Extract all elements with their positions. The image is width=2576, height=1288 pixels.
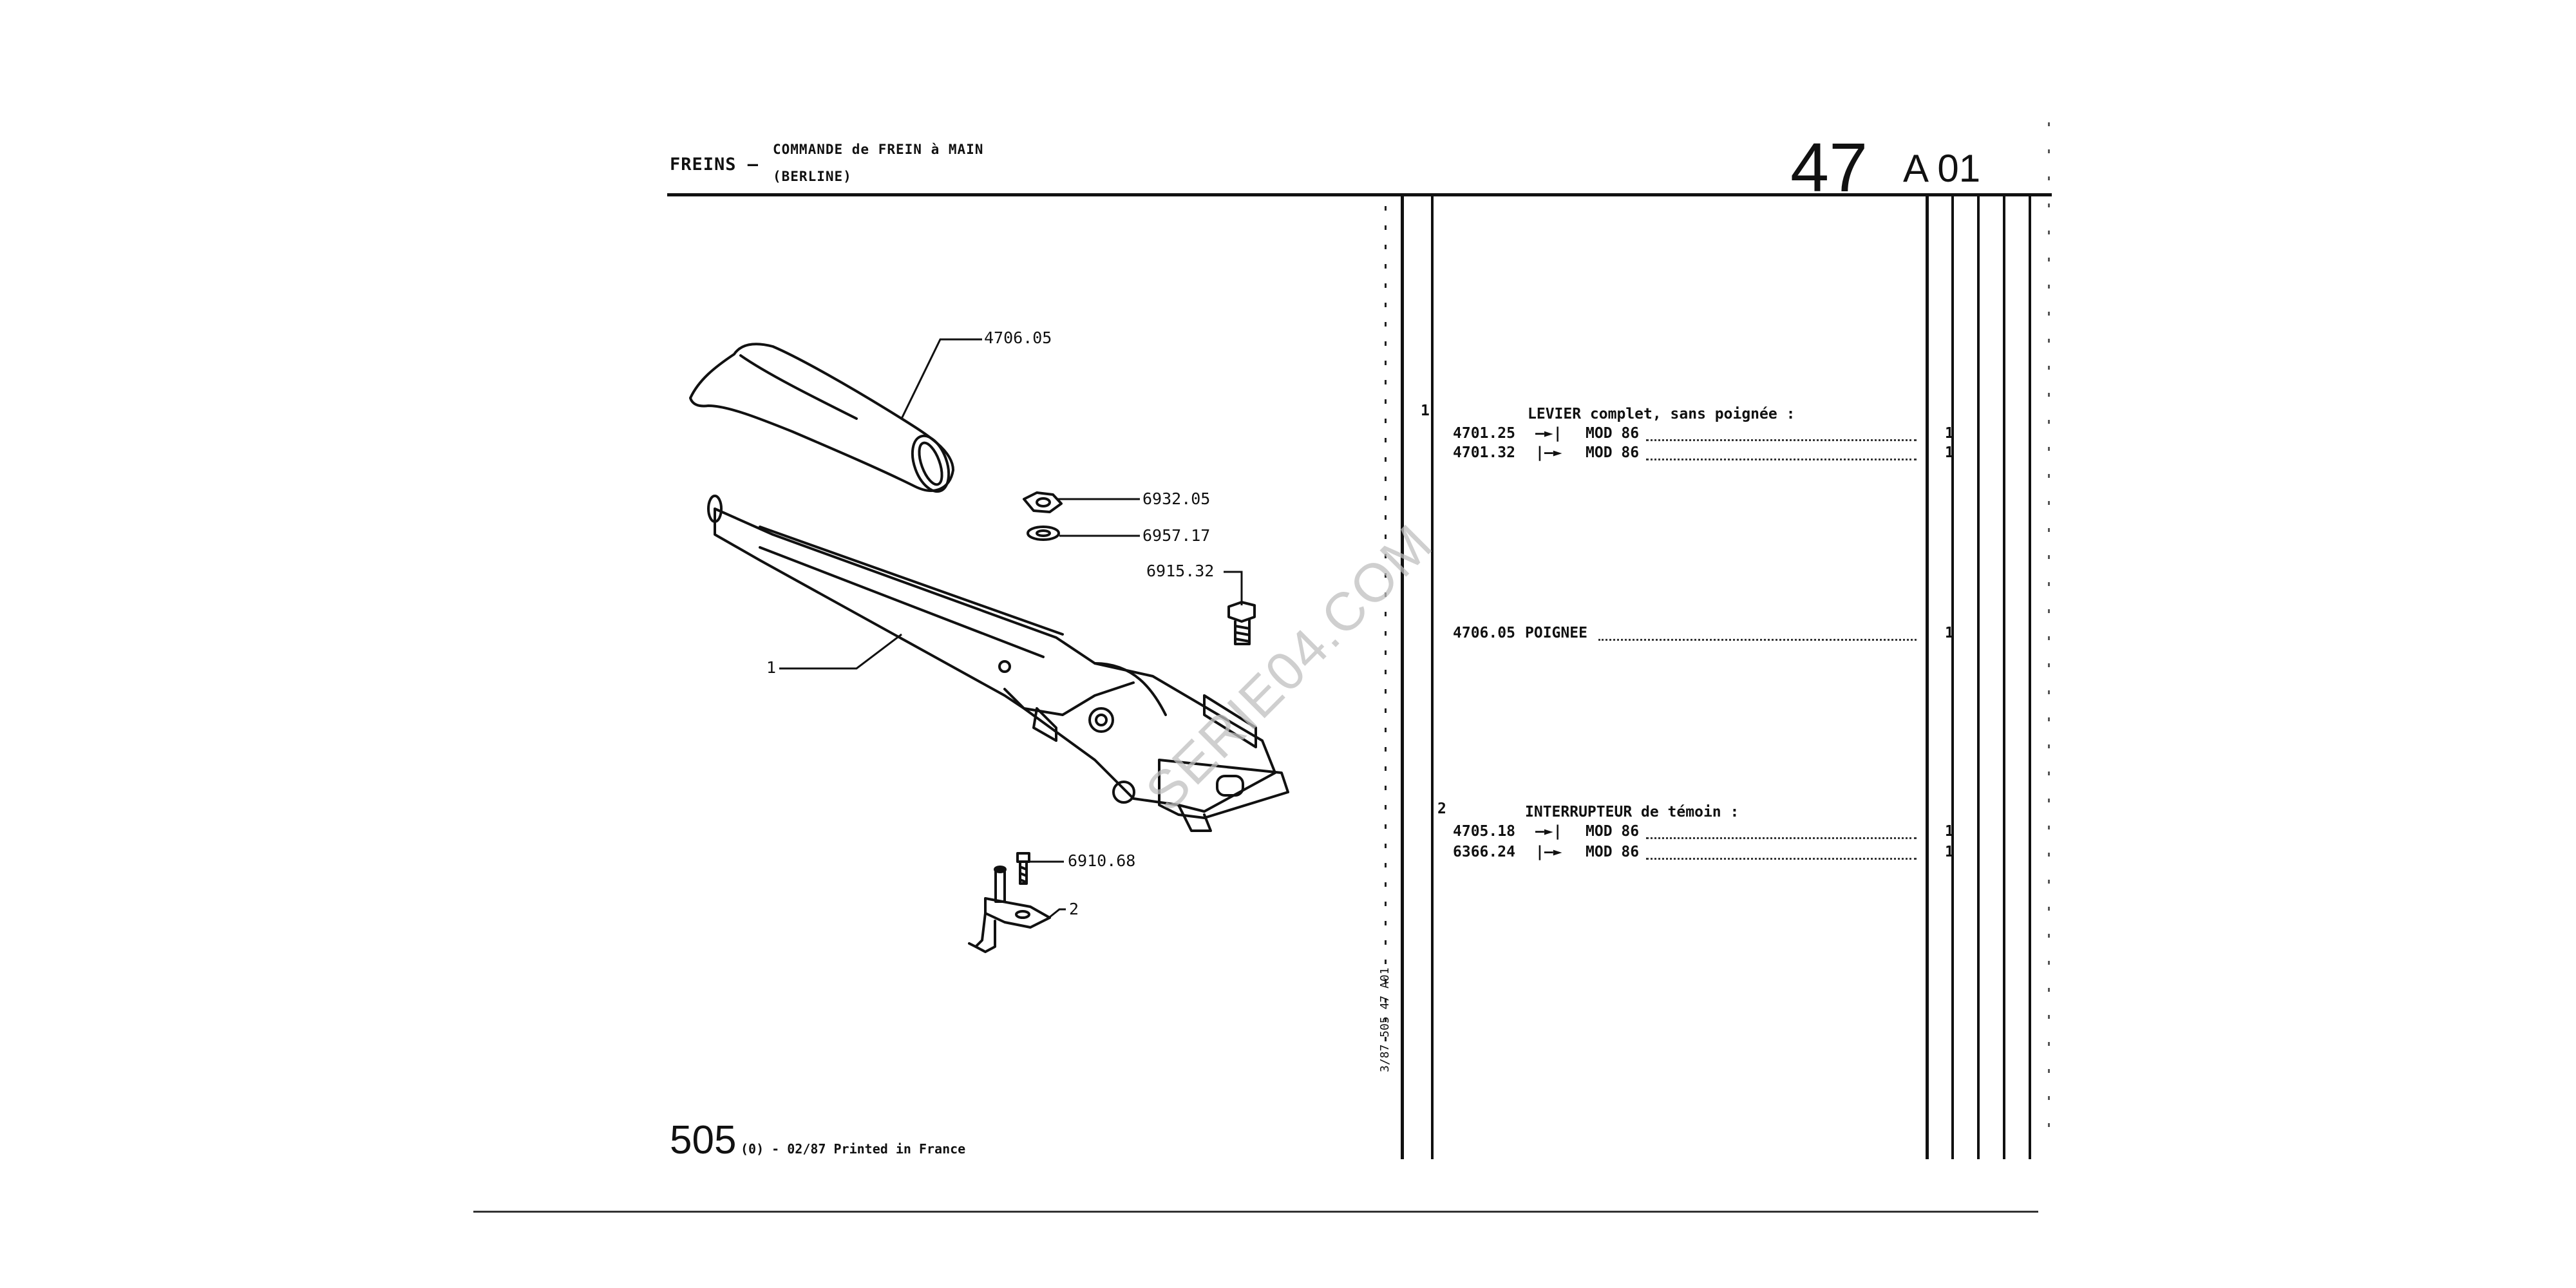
model-arrow-icon: —►| bbox=[1535, 823, 1562, 840]
table-rule-left bbox=[1401, 196, 1404, 1159]
edge-marks bbox=[2048, 122, 2050, 1127]
switch-drawing bbox=[968, 866, 1051, 953]
quantity: 1 bbox=[1945, 444, 1954, 461]
quantity: 1 bbox=[1945, 844, 1954, 860]
leader-dots bbox=[1646, 439, 1917, 441]
leader-dots bbox=[1598, 639, 1917, 641]
model-label: MOD 86 bbox=[1586, 425, 1640, 442]
model-arrow-icon: —►| bbox=[1535, 425, 1562, 442]
footer-edition: (0) - 02/87 Printed in France bbox=[741, 1141, 966, 1157]
table-rule-col2 bbox=[1977, 196, 1980, 1159]
model-label: MOD 86 bbox=[1586, 823, 1640, 840]
table-rule-col4 bbox=[2029, 196, 2031, 1159]
screw-drawing bbox=[1016, 852, 1030, 885]
part-ref-1: 1 bbox=[1421, 402, 1430, 419]
perforation-marks bbox=[1385, 206, 1387, 1043]
callout-screw: 6910.68 bbox=[1068, 851, 1136, 870]
subtitle-line-1: COMMANDE de FREIN à MAIN bbox=[773, 142, 984, 157]
leader-lines bbox=[779, 338, 1243, 921]
part-number: 4706.05 bbox=[1453, 625, 1515, 641]
callout-switch: 2 bbox=[1069, 900, 1079, 918]
footer-model: 505 bbox=[670, 1118, 737, 1162]
callout-bolt: 6915.32 bbox=[1146, 562, 1215, 580]
nut-drawing bbox=[1023, 491, 1063, 513]
header-rule bbox=[667, 193, 2052, 196]
callout-nut: 6932.05 bbox=[1142, 489, 1211, 508]
table-rule-col1 bbox=[1951, 196, 1954, 1159]
handle-grip-drawing bbox=[689, 343, 954, 493]
bottom-rule bbox=[473, 1211, 2038, 1213]
subtitle-line-2: (BERLINE) bbox=[773, 169, 852, 184]
part-title-lever: LEVIER complet, sans poignée : bbox=[1528, 406, 1795, 422]
callout-washer: 6957.17 bbox=[1142, 526, 1211, 545]
washer-drawing bbox=[1027, 526, 1060, 541]
leader-dots bbox=[1646, 837, 1917, 839]
part-title-switch: INTERRUPTEUR de témoin : bbox=[1525, 804, 1739, 820]
quantity: 1 bbox=[1945, 625, 1954, 641]
quantity: 1 bbox=[1945, 823, 1954, 840]
leader-dots bbox=[1646, 858, 1917, 860]
quantity: 1 bbox=[1945, 425, 1954, 442]
table-rule-qty bbox=[1926, 196, 1929, 1159]
callout-handle: 4706.05 bbox=[984, 328, 1052, 347]
callout-lever: 1 bbox=[766, 658, 777, 677]
group-number: 47 bbox=[1790, 128, 1868, 206]
model-arrow-icon: |—► bbox=[1535, 844, 1562, 860]
part-number: 4701.25 bbox=[1453, 425, 1515, 442]
leader-dots bbox=[1646, 459, 1917, 460]
part-ref-2: 2 bbox=[1437, 800, 1446, 817]
part-number: 4701.32 bbox=[1453, 444, 1515, 461]
table-rule-ref bbox=[1431, 196, 1434, 1159]
lever-drawing bbox=[707, 495, 1289, 832]
part-number: 6366.24 bbox=[1453, 844, 1515, 860]
page-code: A 01 bbox=[1903, 147, 1981, 190]
model-label: MOD 86 bbox=[1586, 844, 1640, 860]
part-number: 4705.18 bbox=[1453, 823, 1515, 840]
model-label: MOD 86 bbox=[1586, 444, 1640, 461]
table-rule-col3 bbox=[2003, 196, 2005, 1159]
model-arrow-icon: |—► bbox=[1535, 444, 1562, 461]
bolt-drawing bbox=[1227, 601, 1256, 645]
part-title-handle: POIGNEE bbox=[1525, 625, 1587, 641]
section-title: FREINS – bbox=[670, 155, 759, 175]
